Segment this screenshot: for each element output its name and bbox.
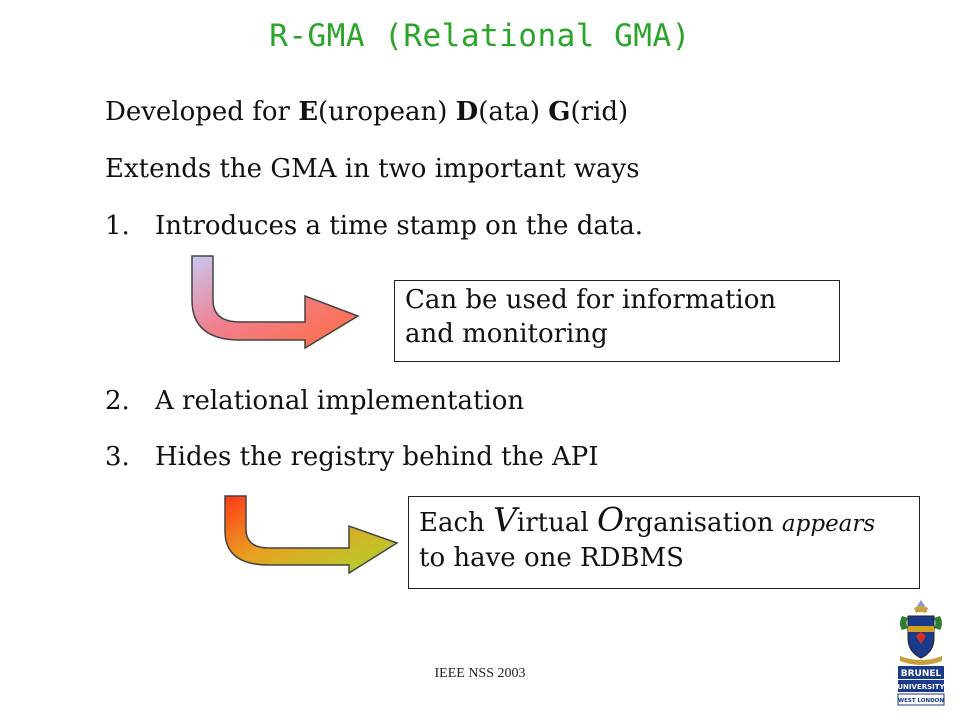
callout1-line1: Can be used for information	[405, 285, 777, 315]
logo-name-line3: WEST LONDON	[898, 698, 944, 704]
logo-name-line2: UNIVERSITY	[897, 683, 945, 691]
developed-g-rest: (rid)	[570, 97, 629, 127]
curved-arrow-1-icon	[191, 255, 360, 350]
university-logo: BRUNEL UNIVERSITY WEST LONDON	[896, 598, 946, 720]
callout2-o: O	[596, 500, 624, 539]
developed-e-rest: (uropean)	[318, 97, 456, 127]
callout2-v: V	[493, 500, 517, 539]
curved-arrow-2-icon	[224, 495, 399, 575]
item-3-number: 3.	[105, 442, 130, 472]
item-2-number: 2.	[105, 386, 130, 416]
footer-text: IEEE NSS 2003	[434, 666, 526, 681]
item-3-text: Hides the registry behind the API	[155, 442, 599, 472]
callout2-appears: appears	[781, 511, 876, 537]
item-1-number: 1.	[105, 211, 130, 241]
callout2-rganisation: rganisation	[624, 508, 782, 538]
developed-line: Developed for E(uropean) D(ata) G(rid)	[105, 97, 628, 127]
item-2-text: A relational implementation	[155, 386, 525, 416]
callout-virtual-organisation: Each Virtual Organisation appears to hav…	[408, 496, 920, 589]
callout1-line2: and monitoring	[405, 319, 608, 349]
developed-prefix: Developed for	[105, 97, 299, 127]
developed-e: E	[298, 97, 319, 127]
callout2-irtual: irtual	[516, 508, 597, 538]
callout2-each: Each	[419, 508, 494, 538]
callout-information-monitoring: Can be used for information and monitori…	[394, 280, 840, 362]
callout2-line1: Each Virtual Organisation appears	[419, 503, 909, 541]
item-1-text: Introduces a time stamp on the data.	[155, 211, 644, 241]
developed-d-rest: (ata)	[478, 97, 549, 127]
crest-icon: BRUNEL UNIVERSITY WEST LONDON	[897, 600, 946, 706]
developed-g: G	[548, 97, 571, 127]
developed-d: D	[455, 97, 479, 127]
callout2-line2: to have one RDBMS	[419, 543, 684, 573]
logo-name-line1: BRUNEL	[901, 669, 942, 679]
extends-line: Extends the GMA in two important ways	[105, 154, 640, 184]
slide-title: R-GMA (Relational GMA)	[269, 18, 691, 54]
